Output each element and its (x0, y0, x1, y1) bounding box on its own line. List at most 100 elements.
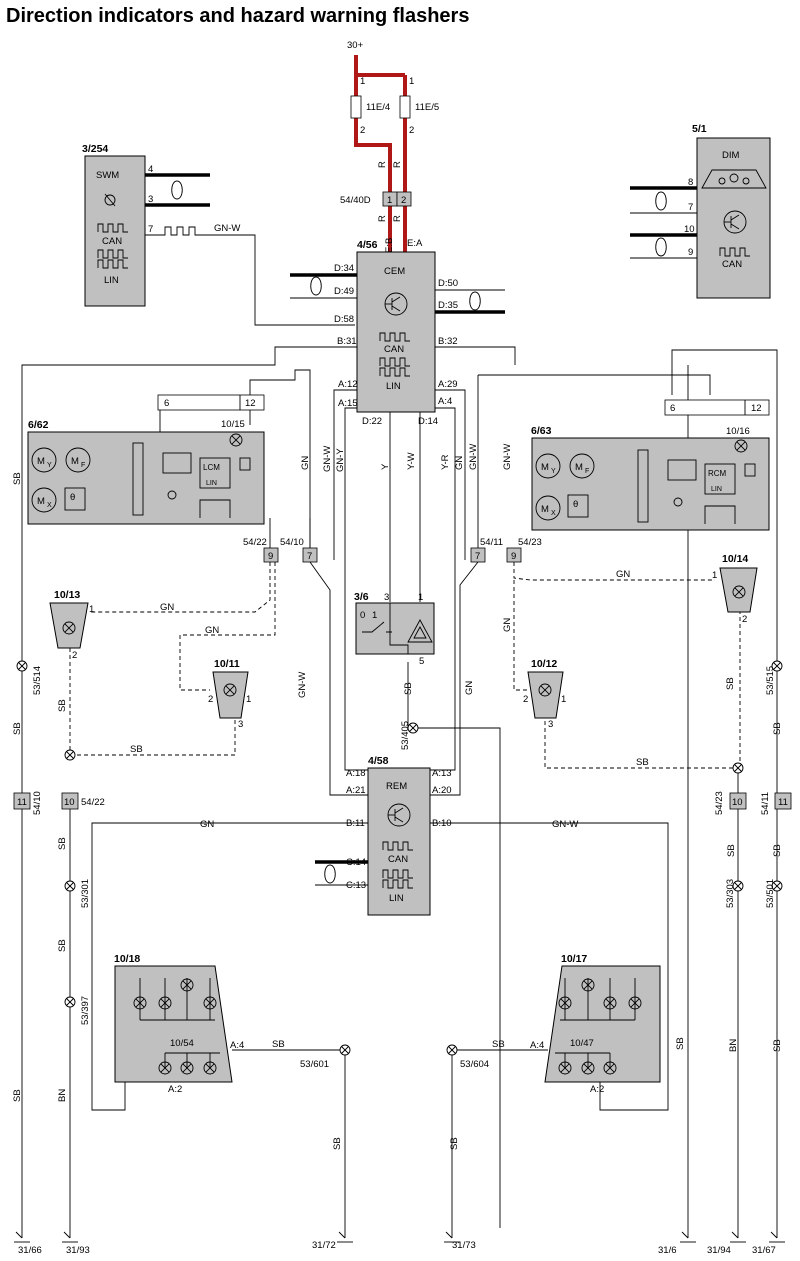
svg-text:D:35: D:35 (438, 300, 458, 311)
svg-text:1: 1 (360, 76, 365, 87)
svg-text:6: 6 (670, 403, 675, 414)
svg-text:10/13: 10/13 (54, 589, 80, 601)
svg-text:GN-W: GN-W (297, 672, 308, 698)
svg-text:GN: GN (200, 819, 214, 830)
svg-text:REM: REM (386, 781, 407, 792)
svg-text:DIM: DIM (722, 150, 740, 161)
svg-text:GN: GN (464, 681, 475, 695)
wiring (21, 346, 778, 1228)
svg-text:53/604: 53/604 (460, 1059, 489, 1070)
svg-text:A:4: A:4 (530, 1040, 544, 1051)
svg-text:10: 10 (732, 797, 743, 808)
svg-text:1: 1 (372, 610, 377, 621)
svg-text:GN-W: GN-W (502, 444, 513, 470)
svg-text:SB: SB (57, 939, 68, 952)
supply-label: 30+ (347, 40, 364, 51)
svg-text:CAN: CAN (388, 854, 408, 865)
svg-text:E:B: E:B (384, 238, 395, 253)
svg-text:BN: BN (728, 1039, 739, 1052)
svg-text:A:18: A:18 (346, 768, 366, 779)
door-module-right: 6 12 6/63 10/16 M Y M F M X θ RCM LIN (531, 399, 770, 531)
svg-text:RCM: RCM (708, 469, 727, 478)
rem-module: 4/58 REM CAN LIN A:18 A:21 B:11 A:13 A:2… (346, 755, 452, 916)
svg-text:10/12: 10/12 (531, 658, 557, 670)
svg-text:SB: SB (332, 1137, 343, 1150)
connector-54-40d: 54/40D 1 2 (340, 191, 412, 207)
svg-text:CEM: CEM (384, 266, 405, 277)
svg-text:M: M (541, 504, 549, 515)
svg-text:D:50: D:50 (438, 278, 458, 289)
svg-text:SB: SB (449, 1137, 460, 1150)
svg-text:31/67: 31/67 (752, 1245, 776, 1256)
svg-text:SB: SB (772, 722, 783, 735)
svg-text:M: M (37, 456, 45, 467)
svg-text:M: M (71, 456, 79, 467)
svg-text:D:34: D:34 (334, 263, 354, 274)
svg-text:1: 1 (89, 604, 94, 615)
svg-text:10/14: 10/14 (722, 553, 748, 565)
lamp-10-11: 10/11 2 1 3 (208, 658, 251, 730)
svg-text:SB: SB (636, 757, 649, 768)
lamp-10-12: 10/12 2 1 3 (523, 658, 566, 730)
svg-text:GN: GN (502, 618, 513, 632)
svg-text:A:12: A:12 (338, 379, 358, 390)
svg-text:54/22: 54/22 (243, 537, 267, 548)
svg-text:31/93: 31/93 (66, 1245, 90, 1256)
svg-text:2: 2 (72, 650, 77, 661)
svg-text:6: 6 (164, 398, 169, 409)
svg-text:53/514: 53/514 (32, 666, 43, 695)
svg-text:F: F (81, 462, 85, 469)
svg-text:5/1: 5/1 (692, 123, 707, 135)
svg-text:E:A: E:A (407, 238, 423, 249)
svg-text:GN: GN (205, 625, 219, 636)
svg-text:0: 0 (360, 610, 365, 621)
svg-text:GN: GN (454, 456, 465, 470)
svg-text:7: 7 (307, 551, 312, 562)
svg-text:1: 1 (246, 694, 251, 705)
svg-text:GN-W: GN-W (322, 446, 333, 472)
svg-text:54/23: 54/23 (518, 537, 542, 548)
svg-text:A:2: A:2 (590, 1084, 604, 1095)
svg-text:GN: GN (616, 569, 630, 580)
ground-points: 31/66 31/93 31/72 31/73 31/6 31/94 31/67 (13, 1227, 786, 1256)
svg-text:2: 2 (208, 694, 213, 705)
cem-module: 4/56 CEM CAN LIN E:B E:A D:34 D:49 D:58 … (290, 238, 505, 427)
svg-text:4: 4 (148, 164, 153, 175)
svg-text:R: R (392, 215, 403, 222)
svg-text:1: 1 (712, 570, 717, 581)
svg-text:3: 3 (548, 719, 553, 730)
svg-text:BN: BN (57, 1089, 68, 1102)
svg-text:LIN: LIN (389, 893, 404, 904)
page-title: Direction indicators and hazard warning … (6, 5, 469, 27)
svg-text:10/18: 10/18 (114, 953, 140, 965)
svg-text:1: 1 (387, 195, 392, 206)
svg-text:LIN: LIN (104, 275, 119, 286)
clock-spring-icon (104, 193, 116, 207)
svg-text:SB: SB (726, 844, 737, 857)
svg-text:53/397: 53/397 (80, 996, 91, 1025)
svg-text:54/10: 54/10 (32, 791, 43, 815)
svg-text:10/54: 10/54 (170, 1038, 194, 1049)
svg-text:31/72: 31/72 (312, 1240, 336, 1251)
svg-text:3/254: 3/254 (82, 143, 108, 155)
svg-text:CAN: CAN (102, 236, 122, 247)
svg-text:LIN: LIN (386, 381, 401, 392)
svg-text:B:32: B:32 (438, 336, 458, 347)
svg-text:GN-W: GN-W (552, 819, 578, 830)
svg-text:SB: SB (772, 844, 783, 857)
svg-text:2: 2 (401, 195, 406, 206)
svg-text:SB: SB (272, 1039, 285, 1050)
mid-connectors: 54/22 54/10 9 7 54/11 54/23 7 9 (243, 537, 542, 563)
svg-text:9: 9 (268, 551, 273, 562)
power-supply: 30+ 1 1 11E/4 11E/5 2 2 R R R R (347, 40, 439, 255)
svg-text:54/40D: 54/40D (340, 195, 371, 206)
svg-text:11: 11 (17, 797, 27, 808)
svg-text:SB: SB (12, 472, 23, 485)
svg-text:R: R (377, 215, 388, 222)
svg-text:D:14: D:14 (418, 416, 438, 427)
svg-text:7: 7 (688, 202, 693, 213)
svg-text:53/303: 53/303 (725, 879, 736, 908)
svg-text:M: M (37, 496, 45, 507)
svg-text:SWM: SWM (96, 170, 119, 181)
